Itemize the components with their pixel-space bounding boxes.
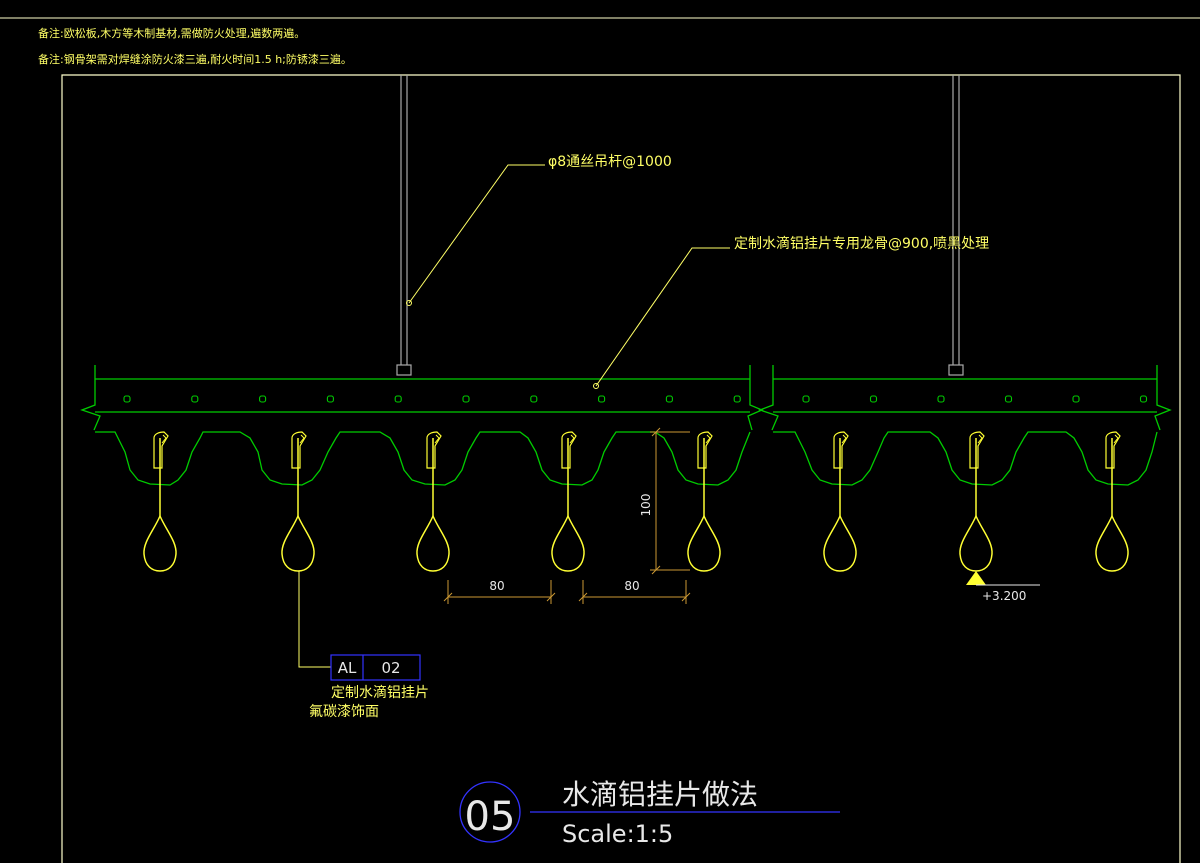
drop-panel xyxy=(143,431,177,572)
note-1: 备注:欧松板,木方等木制基材,需做防火处理,遍数两遍。 xyxy=(38,26,305,40)
keel-left xyxy=(80,365,764,431)
drawing-frame xyxy=(61,74,1181,863)
keel-hole xyxy=(259,395,267,403)
keel-hole xyxy=(869,395,878,403)
drop-panel xyxy=(1095,431,1129,572)
wave-profile-right xyxy=(773,431,1158,486)
leader-keel: 定制水滴铝挂片专用龙骨@900,喷黑处理 xyxy=(593,235,989,389)
title-number: 05 xyxy=(465,794,516,840)
title-text: 水滴铝挂片做法 xyxy=(562,778,758,811)
tag-code: AL xyxy=(338,659,357,677)
keel-hole xyxy=(665,395,673,403)
keel-hole xyxy=(191,395,199,403)
keel-holes xyxy=(123,395,1148,403)
hanger-rod-left xyxy=(396,75,412,376)
keel-hole xyxy=(326,395,334,403)
drop-panel xyxy=(551,431,585,572)
keel-hole xyxy=(1139,395,1148,403)
drop-panel xyxy=(687,431,721,572)
drop-panel xyxy=(823,431,857,572)
keel-hole xyxy=(123,395,131,403)
keel-hole xyxy=(530,395,538,403)
keel-hole xyxy=(462,395,470,403)
keel-hole xyxy=(598,395,606,403)
elevation-text: +3.200 xyxy=(982,589,1026,603)
keel-label: 定制水滴铝挂片专用龙骨@900,喷黑处理 xyxy=(734,235,989,252)
drop-panels xyxy=(143,431,1129,572)
dimension-spacing-1-text: 80 xyxy=(489,579,504,593)
keel-hole xyxy=(802,395,810,403)
title-scale: Scale:1:5 xyxy=(562,820,673,848)
keel-hole xyxy=(937,395,945,403)
material-line-1: 定制水滴铝挂片 xyxy=(331,684,429,701)
wave-profile-left xyxy=(95,431,751,486)
drop-panel xyxy=(959,431,993,572)
keel-hole xyxy=(1072,395,1080,403)
dimension-spacing-2-text: 80 xyxy=(624,579,639,593)
hanger-rod-right xyxy=(948,75,964,376)
dimension-height-text: 100 xyxy=(639,494,653,517)
tag-number: 02 xyxy=(381,659,400,677)
material-line-2: 氟碳漆饰面 xyxy=(309,704,379,720)
title-block: 05 水滴铝挂片做法 Scale:1:5 xyxy=(459,778,840,848)
drop-panel xyxy=(416,431,450,572)
leader-hanger-rod: φ8通丝吊杆@1000 xyxy=(406,154,672,306)
elevation-marker: +3.200 xyxy=(966,571,1040,603)
keel-hole xyxy=(733,395,741,403)
keel-hole xyxy=(1004,395,1013,403)
material-tag: AL 02 定制水滴铝挂片 氟碳漆饰面 xyxy=(298,571,429,720)
dimension-spacing-1: 80 xyxy=(443,579,556,604)
hanger-rod-label: φ8通丝吊杆@1000 xyxy=(548,154,672,170)
keel-right xyxy=(758,365,1172,431)
note-2: 备注:钢骨架需对焊缝涂防火漆三遍,耐火时间1.5 h;防锈漆三遍。 xyxy=(38,52,352,66)
dimension-spacing-2: 80 xyxy=(578,579,691,604)
keel-hole xyxy=(394,395,402,403)
drop-panel xyxy=(281,431,315,572)
dimension-height: 100 xyxy=(639,427,690,575)
